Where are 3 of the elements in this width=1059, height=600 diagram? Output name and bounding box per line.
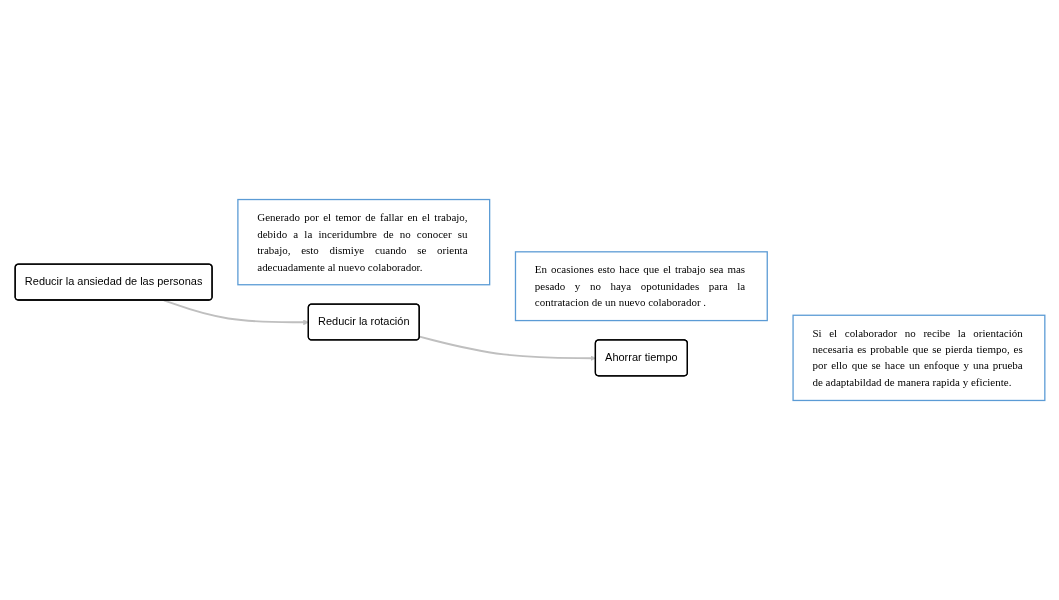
node-box: Generado por el temor de fallar en el trabajo, debido a la inceridumbre de no conocer su trabajo, esto dismiye cuando se orienta adecuadamente al nuevo colaborador.: [236, 198, 490, 286]
node-box: En ocasiones esto hace que el trabajo sea mas pesado y no haya opotunidades para la contratacion de un nuevo colaborador .: [514, 251, 768, 322]
node-box: Si el colaborador no recibe la orientación necesaria es probable que se pierda tiempo, es por ello que se hace un enfoque y una prueba de adaptabildad de manera rapida y eficiente.: [791, 314, 1045, 402]
